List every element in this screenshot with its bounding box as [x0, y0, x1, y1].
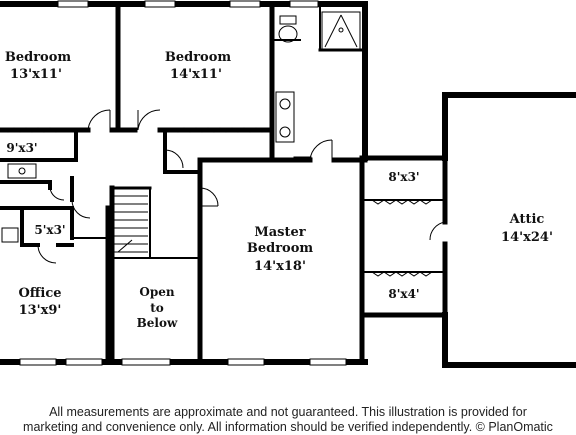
closet-upper-size: 8'x3' — [388, 170, 419, 184]
attic-name: Attic — [509, 212, 545, 227]
bedroom-left-size: 13'x11' — [10, 67, 62, 82]
disclaimer-line2: marketing and convenience only. All info… — [23, 420, 553, 434]
stairs — [114, 195, 148, 253]
shower-icon — [321, 11, 361, 51]
open-to-below-line1: Open — [139, 285, 174, 299]
master-bedroom-line1: Master — [254, 225, 305, 240]
closet-hall-size: 9'x3' — [6, 141, 37, 155]
disclaimer-footer: All measurements are approximate and not… — [0, 405, 576, 435]
floor-plan: Bedroom 13'x11' Bedroom 14'x11' 9'x3' 5'… — [0, 0, 576, 368]
windows — [19, 0, 347, 366]
attic-size: 14'x24' — [501, 230, 553, 245]
closet-lower-size: 8'x4' — [388, 287, 419, 301]
open-to-below-line2: to — [150, 301, 164, 315]
walls — [0, 1, 576, 368]
closet-shelf — [1, 227, 19, 243]
master-bedroom-line2: Bedroom — [247, 241, 314, 256]
master-bedroom-size: 14'x18' — [254, 259, 306, 274]
room-labels: Bedroom 13'x11' Bedroom 14'x11' 9'x3' 5'… — [5, 50, 553, 330]
closet-small-size: 5'x3' — [34, 223, 65, 237]
bedroom-left-name: Bedroom — [5, 50, 72, 65]
door-swings — [37, 109, 446, 264]
office-size: 13'x9' — [19, 303, 62, 318]
open-to-below-line3: Below — [137, 316, 178, 330]
bedroom-center-name: Bedroom — [165, 50, 232, 65]
disclaimer-line1: All measurements are approximate and not… — [49, 405, 527, 419]
office-name: Office — [18, 286, 61, 301]
bathroom-fixtures — [1, 11, 361, 243]
laundry-sink-icon — [7, 163, 37, 179]
toilet-icon — [278, 25, 298, 43]
closet-doors — [1, 127, 433, 277]
bedroom-center-size: 14'x11' — [170, 67, 222, 82]
sink-icon — [275, 91, 295, 143]
